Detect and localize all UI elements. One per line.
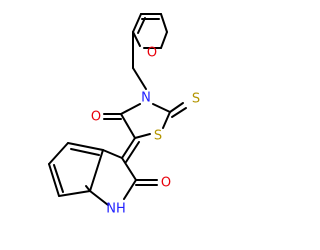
bond-c5-c6 (48, 163, 60, 197)
bond-n1-c7a (89, 190, 109, 206)
bond-exocyclic-double-1 (121, 137, 136, 159)
bond-c7-c7a-stub (85, 185, 91, 192)
atom-sulfur-exo: S (192, 92, 200, 107)
bond-c6-c7 (58, 190, 91, 197)
molecule-structure: O N S O S O NH (48, 13, 200, 217)
bond-c2-s-exo-1 (169, 102, 184, 113)
bond-furan-c2-c3-inner (137, 17, 146, 34)
bond-c4-c5 (48, 142, 69, 165)
bond-c2-s-ring (162, 111, 171, 129)
bond-c2-s-exo-2 (171, 107, 187, 118)
bond-exocyclic-double-2 (125, 141, 140, 163)
bond-lines (48, 13, 187, 206)
bond-furan-c5-o (160, 31, 168, 49)
bond-c3-c2 (121, 157, 137, 181)
bond-c5-c6-inner (53, 164, 64, 193)
bond-c3-c3a (102, 149, 123, 159)
bond-ch2-n (132, 67, 147, 90)
bond-c3a-c4 (67, 142, 104, 151)
bond-c3a-c4-inner (70, 148, 100, 156)
bond-furan-c4-c5 (160, 13, 168, 33)
atom-oxygen-furan: O (147, 46, 157, 61)
bond-n-c4 (120, 103, 141, 115)
bond-c5-s-ring (134, 133, 151, 139)
atom-sulfur-ring: S (154, 129, 162, 144)
bond-n-c2 (152, 103, 171, 113)
atom-oxygen-carbonyl: O (91, 110, 101, 125)
atom-nh-indole: NH (106, 202, 126, 217)
bond-c2-n1 (123, 179, 137, 200)
bond-furan-c2-o (132, 31, 141, 47)
molecule-canvas: O N S O S O NH (48, 13, 200, 217)
atom-nitrogen-ring: N (141, 91, 151, 106)
bond-c3a-c7a (89, 149, 104, 192)
atom-oxygen-lactam: O (161, 176, 171, 191)
bond-c4-c5 (120, 113, 136, 139)
bond-furan-c2-c3 (132, 13, 142, 33)
